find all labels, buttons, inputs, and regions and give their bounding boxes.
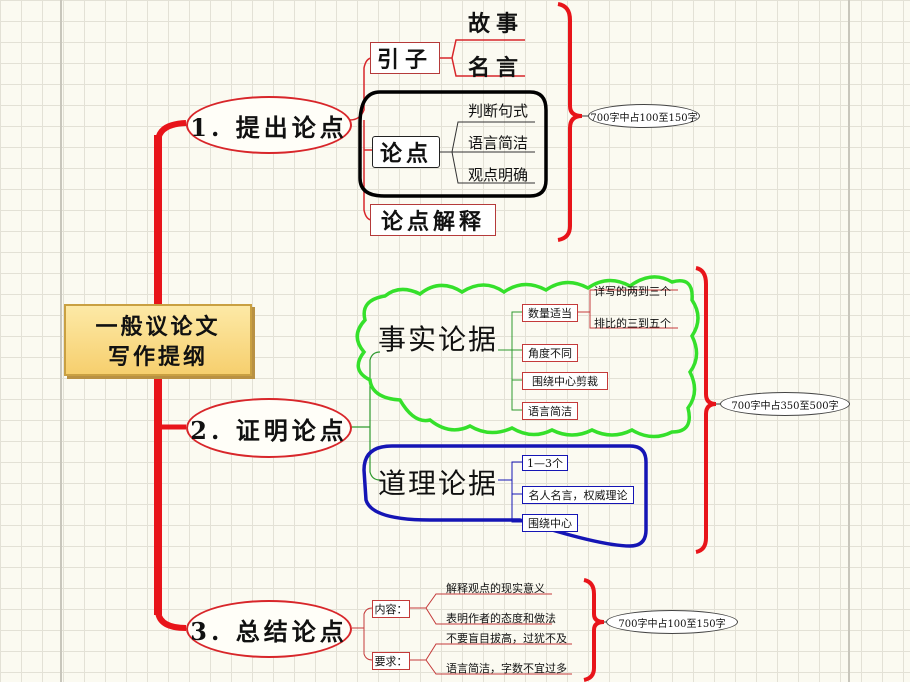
shishi-item-jiaodu[interactable]: 角度不同 bbox=[522, 344, 578, 362]
lundian-label: 论点 bbox=[379, 141, 432, 167]
yaoqiu-connector bbox=[410, 643, 572, 675]
neirong-connector bbox=[410, 593, 552, 625]
branch1-label: 1. 提出论点 bbox=[190, 112, 348, 142]
shishi-connector bbox=[498, 311, 522, 411]
b2-connector bbox=[350, 351, 381, 481]
neirong-item-1[interactable]: 解释观点的现实意义 bbox=[446, 582, 545, 595]
note-branch1: 700字中占100至150字 bbox=[588, 104, 700, 128]
bracket-1 bbox=[557, 2, 583, 242]
trunk-to-branch1 bbox=[155, 120, 187, 141]
branch2-label: 2. 证明论点 bbox=[190, 415, 348, 445]
canvas-left-border bbox=[60, 0, 62, 682]
lundian-node[interactable]: 论点 bbox=[372, 136, 440, 168]
shishi-node[interactable]: 事实论据 bbox=[378, 323, 499, 356]
trunk-to-branch3 bbox=[155, 611, 187, 631]
blue-frame bbox=[362, 444, 648, 548]
bracket-3 bbox=[583, 578, 605, 682]
daoli-node[interactable]: 道理论据 bbox=[378, 467, 499, 500]
shuliang-label: 数量适当 bbox=[528, 307, 572, 320]
shishi-item-yuyan[interactable]: 语言简洁 bbox=[522, 402, 578, 420]
neirong-node[interactable]: 内容： bbox=[372, 600, 410, 618]
daoli-item-mingyan-label: 名人名言，权威理论 bbox=[528, 489, 628, 502]
shishi-item-jiancai[interactable]: 围绕中心剪裁 bbox=[522, 372, 608, 390]
root-line2: 写作提纲 bbox=[107, 344, 208, 370]
note-branch3: 700字中占100至150字 bbox=[606, 610, 738, 634]
yaoqiu-node[interactable]: 要求： bbox=[372, 652, 410, 670]
yaoqiu-label: 要求： bbox=[374, 655, 408, 668]
jieshi-node[interactable]: 论点解释 bbox=[370, 204, 496, 236]
lundian-connector bbox=[440, 121, 535, 184]
shuliang-node[interactable]: 数量适当 bbox=[522, 304, 578, 322]
yinzi-item-mingyan[interactable]: 名言 bbox=[468, 55, 525, 81]
neirong-label: 内容： bbox=[374, 603, 408, 616]
daoli-item-count-label: 1—3个 bbox=[527, 457, 563, 470]
lundian-item-3[interactable]: 观点明确 bbox=[468, 166, 529, 184]
daoli-item-zhongxin[interactable]: 围绕中心 bbox=[522, 514, 578, 532]
yaoqiu-item-2[interactable]: 语言简洁，字数不宜过多 bbox=[446, 662, 567, 675]
note-branch2-text: 700字中占350至500字 bbox=[731, 400, 839, 412]
daoli-connector bbox=[498, 461, 522, 523]
note-branch2: 700字中占350至500字 bbox=[720, 392, 850, 416]
note-branch1-text: 700字中占100至150字 bbox=[590, 112, 698, 124]
lundian-item-2[interactable]: 语言简洁 bbox=[468, 134, 529, 152]
root-line1: 一般议论文 bbox=[95, 314, 221, 340]
root-node[interactable]: 一般议论文 写作提纲 bbox=[64, 304, 252, 376]
shishi-item-jiaodu-label: 角度不同 bbox=[528, 347, 572, 360]
yinzi-item-gushi[interactable]: 故事 bbox=[468, 11, 525, 37]
canvas-right-border bbox=[848, 0, 850, 682]
shuliang-item-2[interactable]: 排比的三到五个 bbox=[594, 317, 671, 330]
lundian-black-frame bbox=[358, 90, 548, 198]
daoli-item-mingyan[interactable]: 名人名言，权威理论 bbox=[522, 486, 634, 504]
bracket-2 bbox=[695, 266, 717, 554]
shuliang-item-1[interactable]: 详写的两到三个 bbox=[594, 285, 671, 298]
green-cloud-frame bbox=[355, 275, 700, 439]
neirong-item-2[interactable]: 表明作者的态度和做法 bbox=[446, 612, 556, 625]
shuliang-connector bbox=[578, 289, 678, 329]
branch3-node[interactable]: 3. 总结论点 bbox=[186, 600, 352, 658]
branch1-node[interactable]: 1. 提出论点 bbox=[186, 96, 352, 154]
b3-connector bbox=[352, 607, 373, 661]
lundian-item-1[interactable]: 判断句式 bbox=[468, 102, 529, 120]
branch3-label: 3. 总结论点 bbox=[190, 616, 348, 646]
jieshi-label: 论点解释 bbox=[380, 209, 485, 235]
daoli-item-count[interactable]: 1—3个 bbox=[522, 455, 568, 471]
yinzi-node[interactable]: 引子 bbox=[370, 42, 440, 74]
shishi-item-yuyan-label: 语言简洁 bbox=[528, 405, 572, 418]
shishi-item-jiancai-label: 围绕中心剪裁 bbox=[532, 375, 598, 388]
yinzi-label: 引子 bbox=[376, 47, 433, 73]
branch2-node[interactable]: 2. 证明论点 bbox=[186, 398, 352, 458]
yinzi-connector bbox=[440, 39, 525, 77]
daoli-item-zhongxin-label: 围绕中心 bbox=[528, 517, 572, 530]
note-branch3-text: 700字中占100至150字 bbox=[618, 618, 726, 630]
yaoqiu-item-1[interactable]: 不要盲目拔高，过犹不及 bbox=[446, 632, 567, 645]
